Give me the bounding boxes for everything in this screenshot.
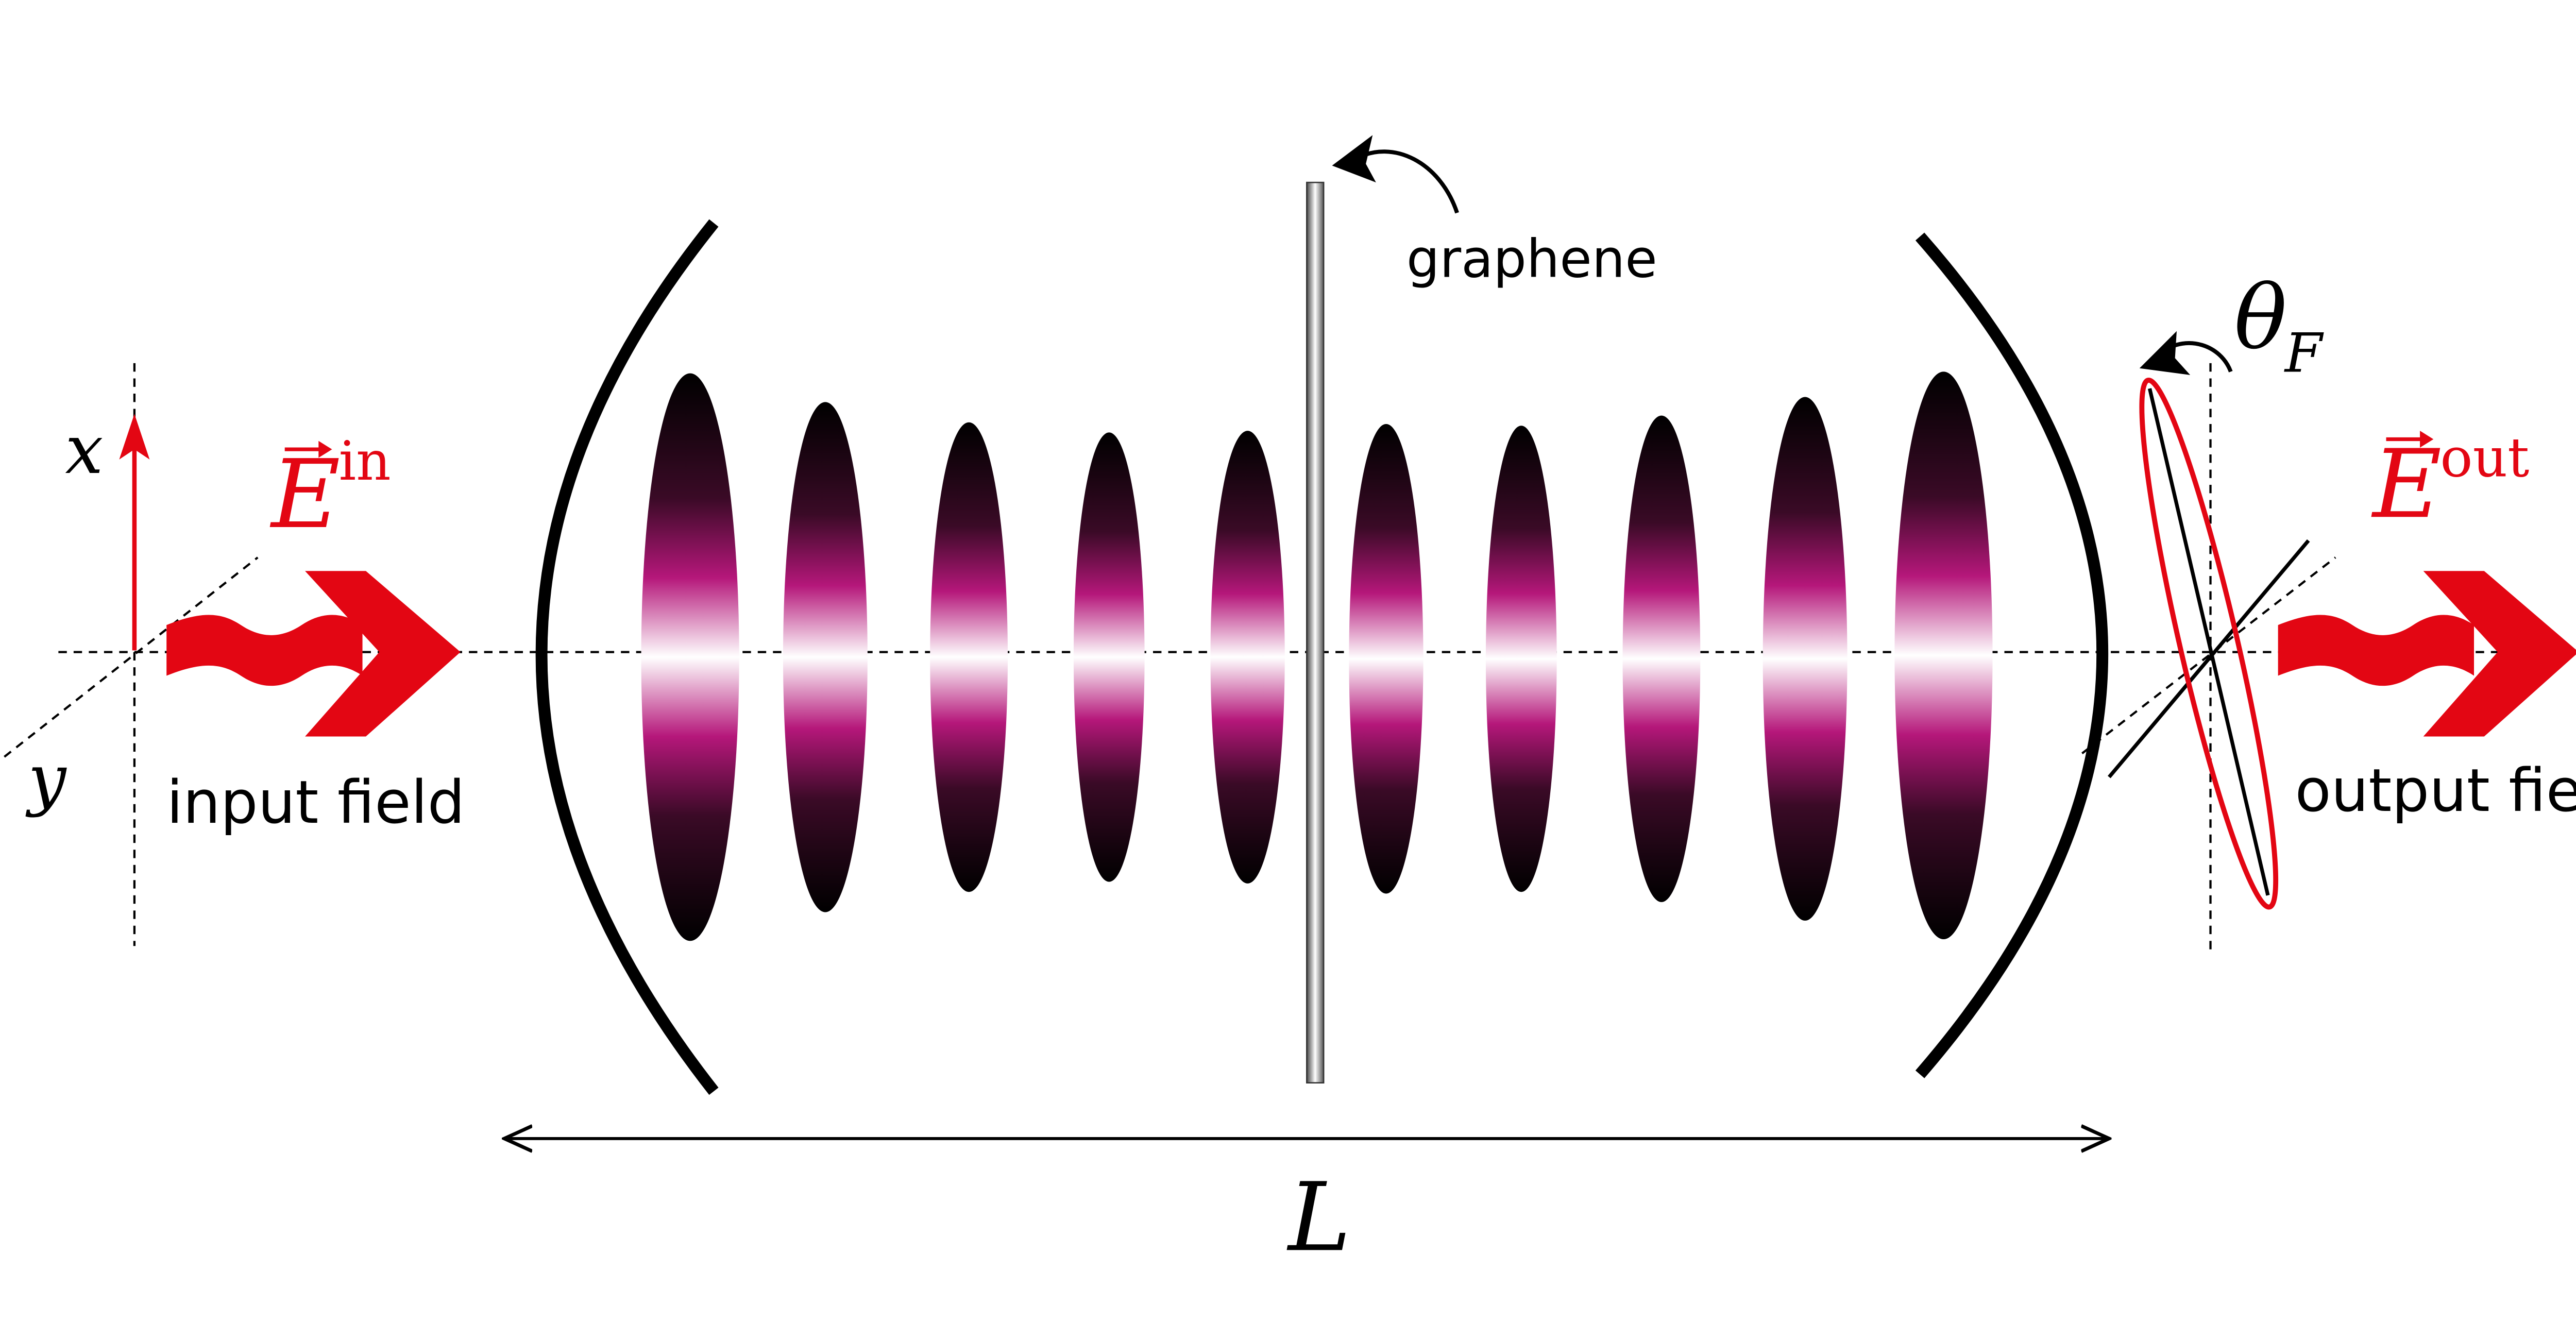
output-y-axis-dashed — [2081, 556, 2336, 755]
output-polarization-group: θ F — [2081, 267, 2336, 955]
theta-f-label: θ — [2234, 267, 2287, 369]
y-axis-dashed — [4, 556, 259, 758]
output-field-group: E out output field — [2278, 427, 2576, 825]
cavity-mode-10 — [1894, 371, 1993, 939]
cavity-mode-9 — [1762, 397, 1848, 921]
polarization-major-axis — [2147, 388, 2270, 896]
cavity-mode-8 — [1622, 415, 1701, 902]
output-field-label: output field — [2295, 756, 2576, 825]
cavity-mode-1 — [641, 373, 739, 941]
graphene-pointer-arrowhead — [1332, 135, 1376, 183]
output-wave-icon — [2278, 615, 2475, 686]
graphene-pointer-arrow — [1354, 149, 1459, 214]
left-mirror — [535, 219, 719, 1095]
output-arrow-icon — [2423, 571, 2576, 737]
cavity-mode-6 — [1349, 424, 1423, 894]
axis-label-y: y — [25, 739, 67, 818]
e-in-vector-tip — [318, 441, 332, 458]
cavity-mode-4 — [1073, 432, 1145, 882]
graphene-sheet — [1306, 181, 1325, 1084]
e-out-label: E — [2371, 430, 2442, 539]
optical-axis: z — [58, 651, 2576, 653]
length-label: L — [1286, 1163, 1351, 1273]
input-field-group: E in input field — [166, 430, 465, 837]
right-mirror — [1915, 232, 2108, 1078]
cavity-modes — [641, 371, 1993, 941]
cavity-length-indicator: L — [504, 1139, 2109, 1273]
e-out-superscript: out — [2440, 427, 2529, 489]
coordinate-axes: x y — [4, 363, 259, 946]
input-wave-icon — [166, 615, 363, 686]
e-out-vector-tip — [2420, 431, 2434, 448]
axis-label-x: x — [65, 410, 103, 489]
cavity-mode-3 — [930, 422, 1008, 892]
cavity-mode-2 — [783, 402, 868, 912]
e-in-label: E — [269, 440, 340, 550]
e-in-superscript: in — [339, 430, 391, 493]
theta-f-subscript: F — [2284, 321, 2324, 384]
input-field-label: input field — [166, 768, 465, 837]
polarization-ellipse — [2139, 377, 2279, 910]
faraday-rotation-arrowhead — [2139, 331, 2191, 375]
cavity-mode-7 — [1485, 426, 1557, 892]
x-axis-arrowhead — [119, 414, 150, 460]
graphene-group: graphene — [1306, 135, 1657, 1084]
graphene-label: graphene — [1406, 229, 1657, 290]
input-arrow-icon — [305, 571, 461, 737]
cavity-mode-5 — [1210, 431, 1285, 884]
output-y-axis-solid — [2108, 539, 2310, 778]
